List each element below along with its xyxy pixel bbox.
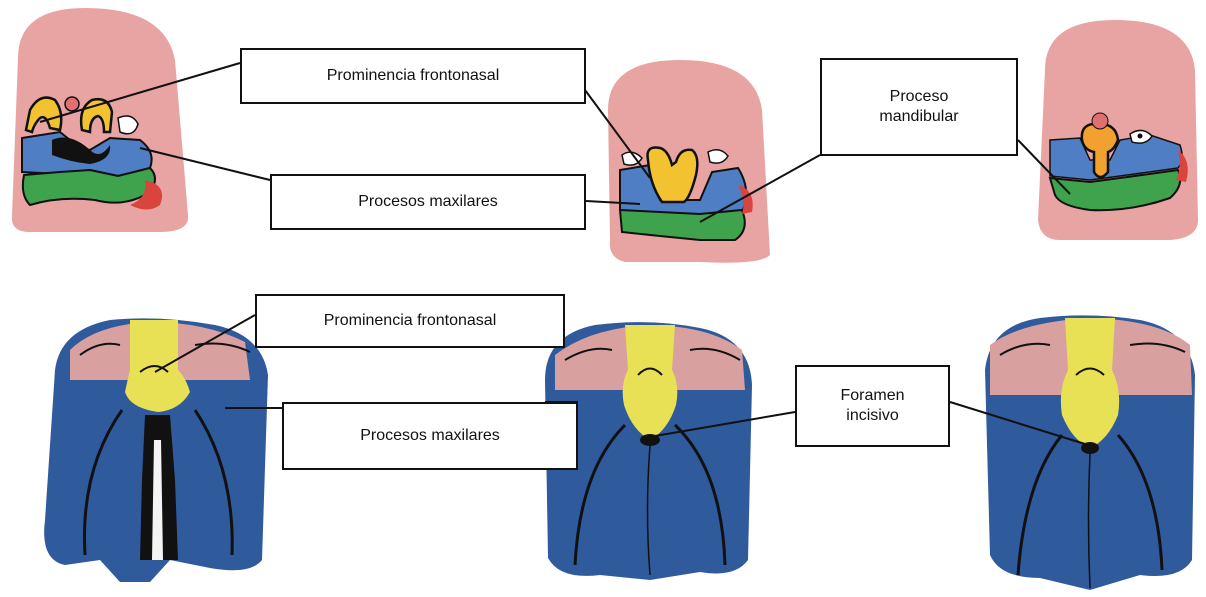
- pupil: [1138, 134, 1143, 139]
- label-frontonasal-top: Prominencia frontonasal: [240, 48, 586, 104]
- label-foramen: Foramen incisivo: [795, 365, 950, 447]
- eye: [118, 116, 138, 134]
- label-maxilares-bottom: Procesos maxilares: [282, 402, 578, 470]
- embryo-face-late: [1038, 20, 1198, 240]
- label-frontonasal-bottom: Prominencia frontonasal: [255, 294, 565, 348]
- label-mandibular: Proceso mandibular: [820, 58, 1018, 156]
- palate-view-early: [44, 318, 268, 582]
- palate-view-late: [985, 315, 1195, 590]
- embryo-face-early: [12, 8, 188, 232]
- nasal-pit: [65, 97, 79, 111]
- nasal-tip: [1092, 113, 1108, 129]
- embryo-face-middle: [608, 60, 770, 263]
- mandibular-process: [23, 168, 155, 205]
- frontonasal-prominence: [1061, 318, 1119, 448]
- label-maxilares-top: Procesos maxilares: [270, 174, 586, 230]
